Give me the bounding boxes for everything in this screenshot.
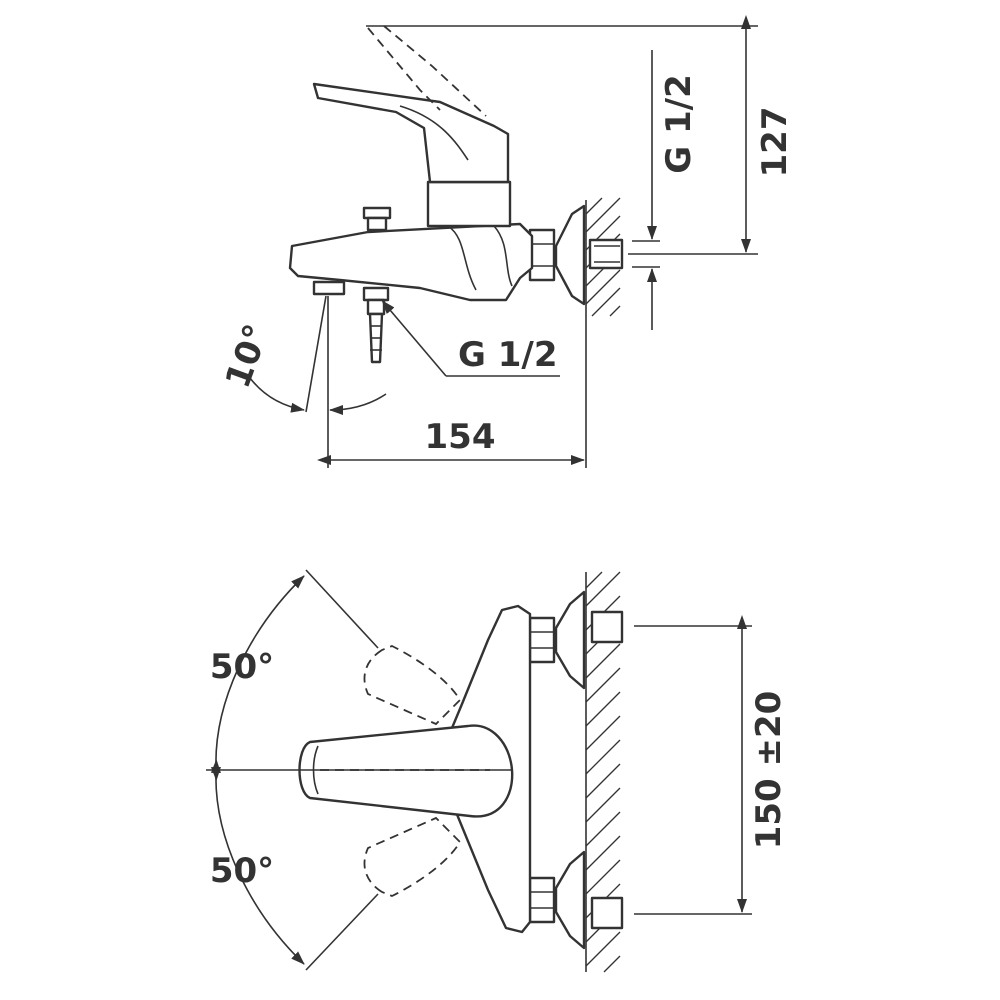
hose-connection <box>362 286 390 364</box>
spout-outlet <box>312 280 346 296</box>
lever-handle <box>312 82 510 184</box>
hex-nut-upper <box>528 616 556 664</box>
angle-lower-label: 50° <box>210 851 274 891</box>
lever-base <box>426 180 512 228</box>
wall-top <box>585 571 621 973</box>
spout-angle-label: 10° <box>218 319 278 393</box>
hex-nut <box>528 228 556 282</box>
lever-handle-top <box>298 724 514 818</box>
inlet-thread-label: G 1/2 <box>659 74 699 173</box>
top-view: 50° 50° 150 ±20 <box>206 569 789 973</box>
angle-upper-dimension: 50° <box>210 575 305 781</box>
lever-left-position <box>363 645 462 726</box>
spout-angle-dimension: 10° <box>218 295 387 415</box>
outlet-thread-leader: G 1/2 <box>381 300 560 377</box>
side-view: 127 G 1/2 G 1/2 10° 1 <box>218 14 795 468</box>
inlet-pipe-lower <box>590 896 624 930</box>
hex-nut-lower <box>528 876 556 924</box>
escutcheon-upper <box>554 590 586 690</box>
depth-label: 154 <box>425 417 496 457</box>
spacing-dimension: 150 ±20 <box>634 615 789 915</box>
height-label: 127 <box>755 107 795 178</box>
angle-ref-upper <box>305 569 379 649</box>
outlet-thread-label: G 1/2 <box>458 335 557 375</box>
depth-dimension: 154 <box>317 316 587 468</box>
inlet-pipe <box>588 238 624 270</box>
inlet-pipe-upper <box>590 610 624 644</box>
lever-right-position <box>363 816 462 897</box>
height-dimension: 127 <box>366 14 795 255</box>
escutcheon-lower <box>554 850 586 950</box>
angle-ref-lower <box>305 893 379 971</box>
lever-raised-outline <box>367 25 487 117</box>
angle-lower-dimension: 50° <box>210 759 305 965</box>
angle-upper-label: 50° <box>210 647 274 687</box>
spacing-label: 150 ±20 <box>749 691 789 850</box>
escutcheon-flange <box>554 204 586 306</box>
inlet-thread-dimension: G 1/2 <box>632 50 699 330</box>
diverter-knob <box>362 206 392 232</box>
